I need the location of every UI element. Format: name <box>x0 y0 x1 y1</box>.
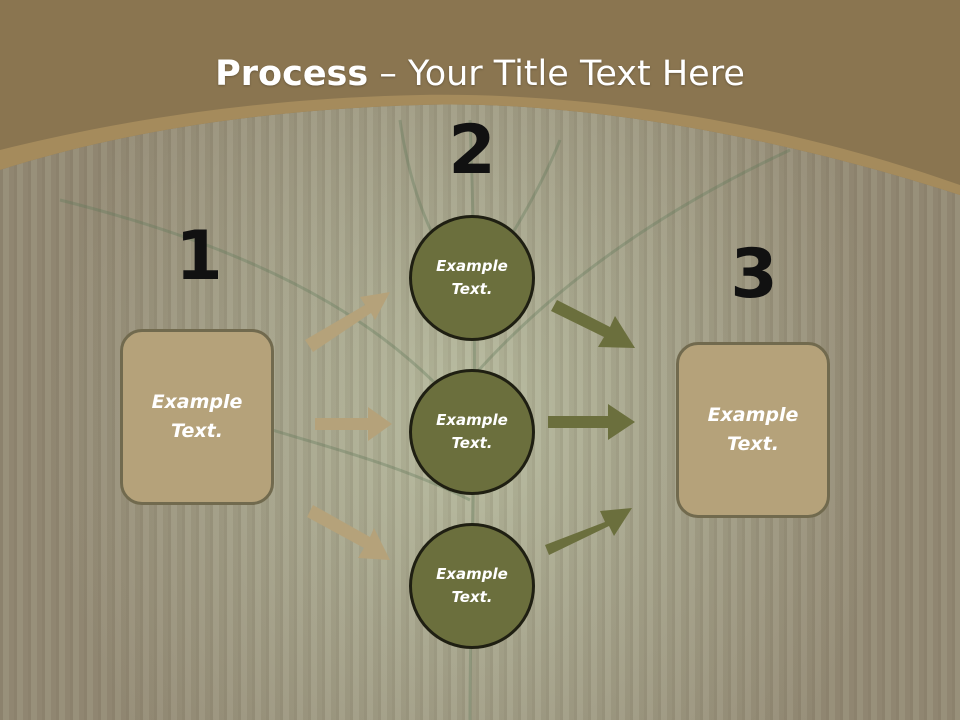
title-bold: Process <box>215 54 369 94</box>
step-2-circle-3: Example Text. <box>409 523 535 649</box>
arrows-left <box>305 292 392 560</box>
arrow-right-down <box>551 300 635 348</box>
step-3-text: Example Text. <box>707 404 799 455</box>
arrow-right-up <box>545 508 632 555</box>
step-1-number: 1 <box>175 217 223 296</box>
arrows-right <box>545 300 635 555</box>
step-2-item-3-text: Example Text. <box>436 565 508 606</box>
step-3-box: Example Text. <box>676 342 830 518</box>
step-1-text: Example Text. <box>151 391 243 442</box>
arrow-left-mid <box>315 407 392 441</box>
arrow-left-up <box>305 292 390 352</box>
step-2-item-1-text: Example Text. <box>436 257 508 298</box>
step-2-item-2-text: Example Text. <box>436 411 508 452</box>
arrow-right-mid <box>548 404 635 440</box>
step-1-box: Example Text. <box>120 329 274 505</box>
step-2-circle-2: Example Text. <box>409 369 535 495</box>
step-3-number: 3 <box>730 235 778 314</box>
arrow-left-down <box>307 505 390 560</box>
step-2-circle-1: Example Text. <box>409 215 535 341</box>
slide-title: Process – Your Title Text Here <box>0 52 960 96</box>
title-rest: – Your Title Text Here <box>368 54 745 94</box>
step-2-number: 2 <box>448 111 496 190</box>
